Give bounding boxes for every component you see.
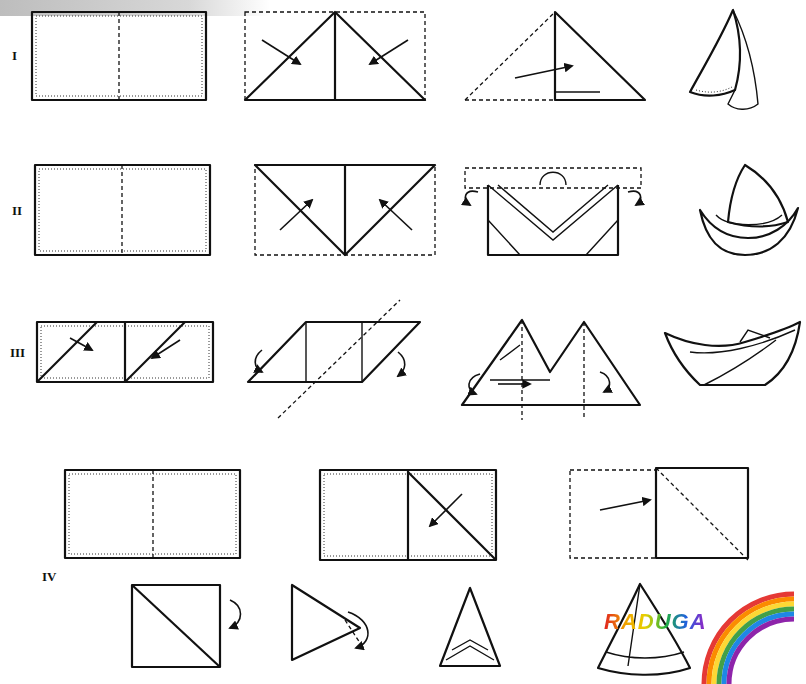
rainbow-logo (704, 594, 794, 684)
watermark: RADUGA (604, 611, 707, 633)
row-number: I (12, 49, 17, 62)
scan-bar (0, 0, 270, 16)
row-1 (32, 10, 758, 109)
row-3 (37, 300, 800, 420)
row-number: IV (42, 570, 56, 583)
row-2 (35, 165, 798, 255)
row-4 (65, 468, 748, 675)
row-number: II (12, 204, 22, 217)
row-number: III (10, 346, 25, 359)
